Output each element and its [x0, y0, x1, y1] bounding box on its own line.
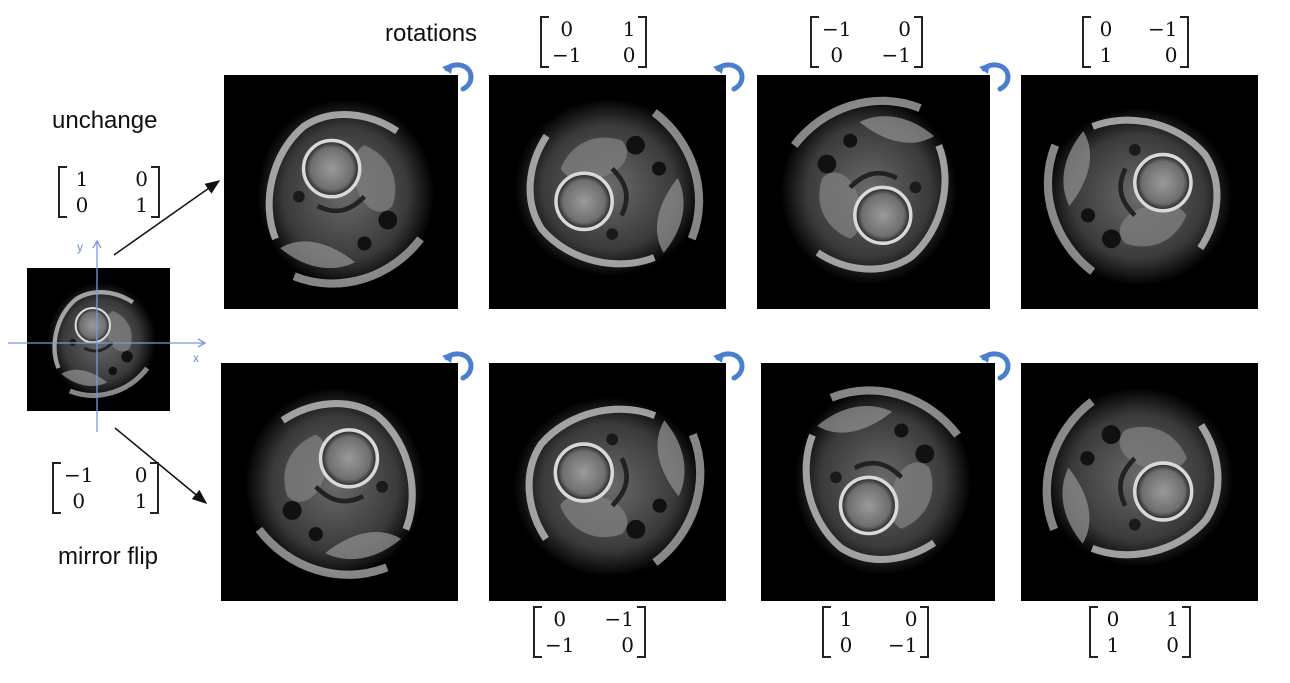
top-panel-rot180 — [757, 75, 990, 309]
bottom-panel-rot180 — [761, 363, 995, 601]
identity-m01: 0 — [135, 167, 148, 191]
identity-m10: 0 — [75, 193, 89, 217]
source-image — [27, 268, 170, 411]
bottom-rot180-m00: 1 — [839, 607, 853, 631]
top-panel-original — [224, 75, 458, 309]
identity-m00: 1 — [75, 167, 89, 191]
bottom-rot90-matrix: 0 −1 −1 0 — [533, 606, 646, 658]
top-rot90-m10: −1 — [552, 43, 582, 67]
arrow-to-bottom-row — [114, 427, 208, 504]
top-rot180-m11: −1 — [881, 43, 911, 67]
heart-slice-bottom-3 — [761, 363, 995, 601]
top-rot180-m01: 0 — [898, 17, 911, 41]
bottom-rot180-m01: 0 — [904, 607, 918, 631]
identity-m11: 1 — [135, 193, 148, 217]
top-rot90-m00: 0 — [560, 17, 574, 41]
heart-slice-bottom-2 — [489, 363, 726, 601]
top-rot270-m10: 1 — [1099, 43, 1113, 67]
rotate-arrow-icon — [442, 62, 474, 92]
bottom-rot90-m10: −1 — [545, 633, 575, 657]
bottom-rot180-m10: 0 — [839, 633, 853, 657]
top-rot270-m11: 0 — [1164, 43, 1178, 67]
rotate-arrow-icon — [442, 351, 474, 381]
bottom-rot180-m11: −1 — [888, 633, 918, 657]
bottom-panel-mirror — [221, 363, 458, 601]
bottom-rot90-m01: −1 — [604, 607, 634, 631]
top-rot180-m00: −1 — [822, 17, 852, 41]
top-rot90-matrix: 0 1 −1 0 — [540, 16, 648, 68]
rotate-arrow-icon — [713, 62, 745, 92]
bottom-rot270-m10: 1 — [1106, 633, 1120, 657]
heart-slice-top-3 — [757, 75, 990, 309]
bottom-panel-rot270 — [1021, 363, 1258, 601]
top-rot270-m00: 0 — [1099, 17, 1113, 41]
top-rot90-m01: 1 — [622, 17, 636, 41]
heart-slice-bottom-1 — [221, 363, 458, 601]
arrow-to-top-row — [113, 180, 221, 256]
mirror-flip-label: mirror flip — [58, 543, 158, 570]
top-panel-rot90 — [489, 75, 726, 309]
mirror-matrix: −1 0 0 1 — [52, 462, 160, 514]
bottom-rot270-m00: 0 — [1106, 607, 1120, 631]
top-panel-rot270 — [1021, 75, 1258, 309]
bottom-panel-rot90 — [489, 363, 726, 601]
y-axis-label: y — [77, 240, 83, 254]
heart-slice-source — [27, 268, 170, 411]
identity-matrix: 1 0 0 1 — [58, 166, 160, 218]
bottom-rot90-m00: 0 — [553, 607, 567, 631]
mirror-m10: 0 — [72, 489, 86, 513]
heart-slice-top-2 — [489, 75, 726, 309]
bottom-rot180-matrix: 1 0 0 −1 — [822, 606, 930, 658]
unchange-label: unchange — [52, 107, 158, 134]
top-rot270-matrix: 0 −1 1 0 — [1082, 16, 1190, 68]
heart-slice-top-4 — [1021, 75, 1258, 309]
bottom-rot270-matrix: 0 1 1 0 — [1089, 606, 1191, 658]
heart-slice-top-1 — [224, 75, 458, 309]
heart-slice-bottom-4 — [1021, 363, 1258, 601]
mirror-m11: 1 — [134, 489, 148, 513]
top-rot270-m01: −1 — [1148, 17, 1178, 41]
mirror-m00: −1 — [64, 463, 94, 487]
bottom-rot270-m01: 1 — [1166, 607, 1179, 631]
mirror-m01: 0 — [134, 463, 148, 487]
rotate-arrow-icon — [979, 62, 1011, 92]
x-axis-label: x — [193, 351, 199, 365]
bottom-rot90-m11: 0 — [621, 633, 634, 657]
rotate-arrow-icon — [979, 351, 1011, 381]
rotations-label: rotations — [385, 20, 478, 47]
top-rot180-m10: 0 — [830, 43, 844, 67]
bottom-rot270-m11: 0 — [1166, 633, 1179, 657]
top-rot90-m11: 0 — [622, 43, 636, 67]
top-rot180-matrix: −1 0 0 −1 — [810, 16, 923, 68]
rotate-arrow-icon — [713, 351, 745, 381]
